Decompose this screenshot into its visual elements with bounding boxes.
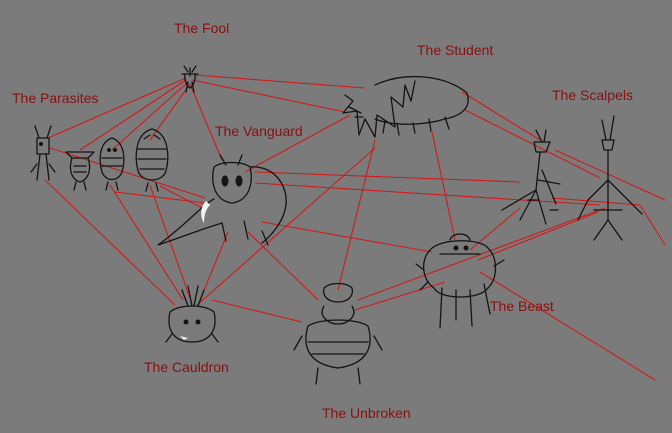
edge-fool-student-lower bbox=[191, 79, 346, 113]
connection-lines bbox=[44, 74, 666, 381]
edge-scalpels-pair bbox=[551, 197, 641, 206]
edge-fool-student bbox=[194, 74, 366, 89]
cauldron-figure[interactable] bbox=[165, 285, 219, 343]
scalpels-figures[interactable] bbox=[501, 115, 643, 241]
vanguard-figure[interactable] bbox=[157, 154, 287, 246]
edge-unbroken-beast bbox=[354, 281, 446, 311]
edge-scalpels-offright bbox=[639, 204, 666, 246]
edge-beast-scalpels-far bbox=[479, 271, 656, 381]
unbroken-figure[interactable] bbox=[293, 282, 383, 385]
fool-figure[interactable] bbox=[181, 65, 199, 93]
edge-vanguard-parasite-lead bbox=[49, 147, 206, 199]
vanguard-label: The Vanguard bbox=[215, 123, 303, 139]
fool-label: The Fool bbox=[174, 20, 230, 36]
edge-fool-parasite1 bbox=[47, 77, 187, 139]
cauldron-label: The Cauldron bbox=[144, 359, 229, 375]
edge-fool-parasite2 bbox=[79, 79, 187, 151]
student-figure[interactable] bbox=[342, 76, 469, 138]
beast-label: The Beast bbox=[490, 298, 554, 314]
edge-fool-vanguard bbox=[189, 83, 223, 161]
beast-figure[interactable] bbox=[415, 233, 505, 329]
edge-vanguard-scalpels bbox=[254, 182, 601, 206]
edge-fool-parasite4 bbox=[149, 83, 191, 141]
edge-vanguard-unbroken bbox=[247, 231, 319, 301]
edge-student-beast bbox=[431, 131, 456, 241]
edge-scalpel-left-offright bbox=[554, 149, 666, 201]
edge-vanguard-parasite-last bbox=[159, 185, 207, 211]
edge-parasite1-cauldron bbox=[44, 179, 176, 306]
unbroken-label: The Unbroken bbox=[322, 405, 411, 421]
student-label: The Student bbox=[417, 42, 494, 58]
edge-vanguard-scalpel-left bbox=[254, 171, 521, 183]
edge-vanguard-beast bbox=[261, 221, 433, 253]
edge-parasite3-cauldron bbox=[109, 184, 184, 301]
edge-scalpels-beast bbox=[477, 211, 599, 261]
edge-vanguard-cauldron bbox=[199, 231, 229, 301]
parasites-figures[interactable] bbox=[30, 125, 169, 192]
edge-cauldron-unbroken bbox=[211, 299, 303, 323]
scalpels-label: The Scalpels bbox=[552, 87, 633, 103]
edge-student-vanguard bbox=[244, 114, 351, 173]
edge-unbroken-scalpels bbox=[357, 207, 606, 301]
edge-student-scalpels bbox=[464, 109, 601, 179]
edge-scalpel-left-beast bbox=[469, 207, 521, 251]
edge-student-unbroken bbox=[337, 139, 376, 291]
parasites-label: The Parasites bbox=[12, 90, 99, 106]
edge-fool-parasite3 bbox=[111, 81, 189, 151]
edge-student-scalpel-left bbox=[461, 91, 541, 141]
